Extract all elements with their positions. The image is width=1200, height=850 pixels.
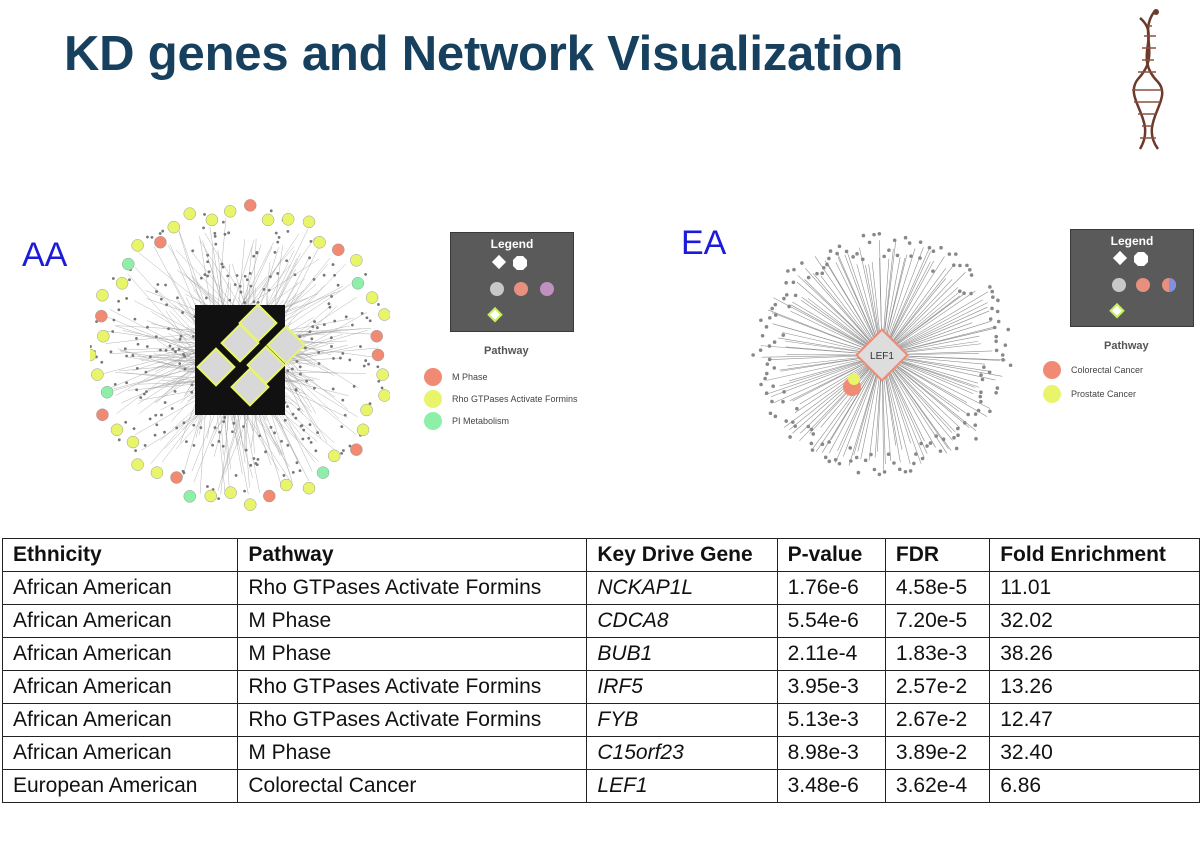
table-cell: African American: [1, 604, 239, 638]
col-ethnicity: Ethnicity: [1, 538, 239, 572]
slide-title: KD genes and Network Visualization: [64, 27, 904, 81]
ea-pathway-dot: [1043, 385, 1061, 403]
aa-legend-title: Legend: [490, 237, 534, 251]
table-cell: 7.20e-5: [884, 604, 991, 638]
table-cell: 1.83e-3: [884, 637, 991, 671]
aa-legend-symbols: [487, 254, 554, 323]
table-cell: Rho GTPases Activate Formins: [237, 703, 588, 737]
key-driver-table: Ethnicity Pathway Key Drive Gene P-value…: [1, 538, 1200, 803]
table-cell: 5.13e-3: [776, 703, 886, 737]
table-cell: NCKAP1L: [586, 571, 778, 605]
table-cell: 1.76e-6: [776, 571, 886, 605]
table-cell: 8.98e-3: [776, 736, 886, 770]
table-cell: 13.26: [989, 670, 1200, 704]
table-cell: 11.01: [989, 571, 1200, 605]
table-cell: 6.86: [989, 769, 1200, 803]
table-cell: African American: [1, 637, 239, 671]
table-cell: IRF5: [586, 670, 778, 704]
table-cell: CDCA8: [586, 604, 778, 638]
table-cell: 3.89e-2: [884, 736, 991, 770]
table-cell: LEF1: [586, 769, 778, 803]
table-cell: 3.95e-3: [776, 670, 886, 704]
ea-pathway-dot: [1043, 361, 1061, 379]
aa-pathway-dot: [424, 390, 442, 408]
ea-lef1-diamond: [855, 328, 909, 382]
table-cell: African American: [1, 736, 239, 770]
table-cell: African American: [1, 670, 239, 704]
table-cell: M Phase: [237, 604, 588, 638]
table-cell: FYB: [586, 703, 778, 737]
aa-pathway-dot: [424, 368, 442, 386]
aa-pathway-dot: [424, 412, 442, 430]
aa-legend-box: Legend: [450, 232, 574, 332]
table-cell: 2.57e-2: [884, 670, 991, 704]
table-cell: European American: [1, 769, 239, 803]
table-cell: C15orf23: [586, 736, 778, 770]
ea-pathway-label: Prostate Cancer: [1071, 389, 1137, 399]
ea-pathway-heading: Pathway: [1104, 340, 1149, 352]
table-header-row: Ethnicity Pathway Key Drive Gene P-value…: [1, 538, 1200, 572]
aa-pathway-heading: Pathway: [484, 345, 529, 357]
table-cell: Rho GTPases Activate Formins: [237, 670, 588, 704]
table-cell: 4.58e-5: [884, 571, 991, 605]
ea-legend-title: Legend: [1110, 234, 1154, 248]
table-cell: M Phase: [237, 637, 588, 671]
table-cell: 2.11e-4: [776, 637, 886, 671]
table-cell: 2.67e-2: [884, 703, 991, 737]
table-cell: 38.26: [989, 637, 1200, 671]
table-cell: African American: [1, 571, 239, 605]
table-cell: 12.47: [989, 703, 1200, 737]
table-cell: BUB1: [586, 637, 778, 671]
table-cell: African American: [1, 703, 239, 737]
col-fdr: FDR: [884, 538, 991, 572]
table-cell: 3.48e-6: [776, 769, 886, 803]
col-pathway: Pathway: [237, 538, 588, 572]
table-cell: Rho GTPases Activate Formins: [237, 571, 588, 605]
aa-pathway-label: PI Metabolism: [452, 416, 510, 426]
ea-pathway-label: Colorectal Cancer: [1071, 365, 1144, 375]
aa-kd-diamonds: [196, 303, 306, 407]
table-cell: 5.54e-6: [776, 604, 886, 638]
col-fold-enrichment: Fold Enrichment: [989, 538, 1200, 572]
aa-panel-label: AA: [22, 236, 68, 274]
table-cell: Colorectal Cancer: [237, 769, 588, 803]
ea-legend-symbols: [1109, 250, 1176, 319]
table-cell: M Phase: [237, 736, 588, 770]
aa-pathway-label: M Phase: [452, 372, 488, 382]
dna-logo-icon: [1132, 9, 1164, 150]
table-cell: 32.02: [989, 604, 1200, 638]
aa-pathway-nodes: [90, 199, 390, 511]
col-key-drive-gene: Key Drive Gene: [586, 538, 778, 572]
aa-pathway-label: Rho GTPases Activate Formins: [452, 394, 578, 404]
col-p-value: P-value: [776, 538, 886, 572]
ea-panel-label: EA: [681, 224, 727, 262]
ea-prostate-node: [848, 373, 860, 385]
table-cell: 32.40: [989, 736, 1200, 770]
ea-network-nodes: [751, 231, 1013, 477]
ea-lef1-label: LEF1: [870, 351, 894, 362]
aa-network-nodes: [90, 209, 384, 501]
table-cell: 3.62e-4: [884, 769, 991, 803]
ea-legend-box: Legend: [1070, 229, 1194, 327]
aa-network-graph: [90, 199, 390, 511]
ea-network-graph: LEF1: [751, 231, 1013, 477]
